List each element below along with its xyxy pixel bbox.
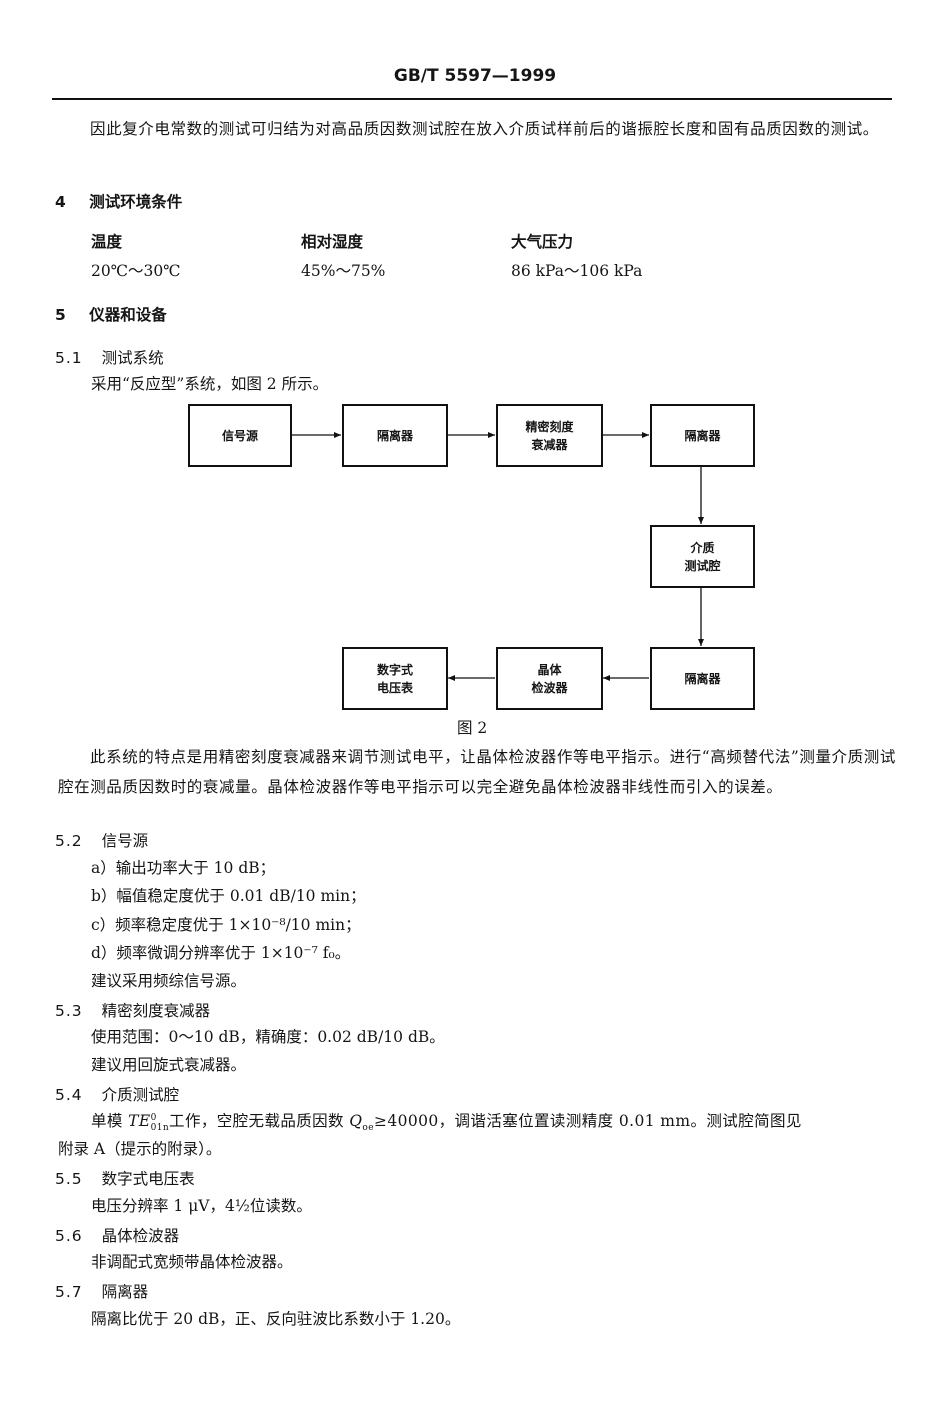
subsection-5-3-number: 5.3 (55, 1002, 83, 1020)
env-value-pressure: 86 kPa～106 kPa (511, 262, 643, 280)
subsection-5-7-title: 隔离器 (101, 1283, 149, 1301)
subsection-5-1-text: 采用“反应型”系统，如图 2 所示。 (91, 375, 329, 393)
header-rule (52, 98, 892, 100)
subsection-5-7-heading: 5.7 隔离器 (55, 1280, 148, 1302)
box-isolator-2: 隔离器 (650, 404, 755, 467)
box-detector-label-line2: 检波器 (531, 680, 568, 695)
env-value-humidity: 45%～75% (301, 262, 386, 280)
section-4-title: 测试环境条件 (89, 193, 183, 211)
isolator-spec: 隔离比优于 20 dB，正、反向驻波比系数小于 1.20。 (91, 1310, 461, 1328)
box-crystal-detector: 晶体 检波器 (496, 647, 603, 710)
voltmeter-spec: 电压分辨率 1 μV，4½位读数。 (91, 1197, 312, 1215)
box-detector-label-line1: 晶体 (537, 662, 562, 677)
env-label-temperature: 温度 (91, 233, 123, 251)
detector-spec: 非调配式宽频带晶体检波器。 (91, 1253, 293, 1271)
section-5-number: 5 (55, 306, 66, 324)
subsection-5-2-heading: 5.2 信号源 (55, 829, 148, 851)
q-subscript: oe (362, 1123, 374, 1134)
box-attenuator-label-line2: 衰减器 (531, 437, 568, 452)
section-4-number: 4 (55, 193, 66, 211)
system-description: 此系统的特点是用精密刻度衰减器来调节测试电平，让晶体检波器作等电平指示。进行“高… (58, 748, 896, 796)
subsection-5-3-heading: 5.3 精密刻度衰减器 (55, 999, 210, 1021)
te-mode-sub: 01n (150, 1123, 170, 1133)
subsection-5-7-number: 5.7 (55, 1283, 83, 1301)
figure-2-caption: 图 2 (457, 719, 488, 737)
cavity-spec-text-b: 工作，空腔无载品质因数 (169, 1112, 350, 1130)
subsection-5-4-heading: 5.4 介质测试腔 (55, 1083, 179, 1105)
subsection-5-1-number: 5.1 (55, 349, 83, 367)
box-precision-attenuator: 精密刻度 衰减器 (496, 404, 603, 467)
box-signal-source-label: 信号源 (221, 428, 258, 443)
subsection-5-4-number: 5.4 (55, 1086, 83, 1104)
box-signal-source: 信号源 (188, 404, 292, 467)
subsection-5-5-number: 5.5 (55, 1170, 83, 1188)
intro-paragraph: 因此复介电常数的测试可归结为对高品质因数测试腔在放入介质试样前后的谐振腔长度和固… (90, 120, 879, 138)
subsection-5-2-title: 信号源 (101, 832, 149, 850)
box-dielectric-cavity: 介质 测试腔 (650, 525, 755, 588)
box-voltmeter-label-line2: 电压表 (376, 680, 413, 695)
env-label-pressure: 大气压力 (511, 233, 574, 251)
section-5-title: 仪器和设备 (89, 306, 167, 324)
attenuator-recommendation: 建议用回旋式衰减器。 (91, 1056, 247, 1074)
subsection-5-1-title: 测试系统 (101, 349, 164, 367)
signal-spec-d: d）频率微调分辨率优于 1×10⁻⁷ f₀。 (91, 944, 351, 962)
signal-spec-b: b）幅值稳定度优于 0.01 dB/10 min； (91, 887, 366, 905)
cavity-spec-text-c: ≥40000，调谐活塞位置读测精度 0.01 mm。测试腔简图见 (373, 1112, 802, 1130)
signal-spec-c: c）频率稳定度优于 1×10⁻⁸/10 min； (91, 916, 361, 934)
attenuator-spec: 使用范围：0～10 dB，精确度：0.02 dB/10 dB。 (91, 1028, 445, 1046)
box-digital-voltmeter: 数字式 电压表 (342, 647, 448, 710)
subsection-5-5-title: 数字式电压表 (101, 1170, 195, 1188)
subsection-5-1-heading: 5.1 测试系统 (55, 346, 164, 368)
cavity-spec-text-a: 单模 (91, 1112, 129, 1130)
subsection-5-2-number: 5.2 (55, 832, 83, 850)
box-isolator-1-label: 隔离器 (376, 428, 413, 443)
figure-2-connectors (290, 432, 704, 681)
box-isolator-3: 隔离器 (650, 647, 755, 710)
te-mode-sup: 0 (150, 1113, 157, 1123)
subsection-5-6-title: 晶体检波器 (101, 1227, 180, 1245)
subsection-5-6-heading: 5.6 晶体检波器 (55, 1224, 179, 1246)
env-label-humidity: 相对湿度 (301, 233, 364, 251)
box-attenuator-label-line1: 精密刻度 (525, 419, 574, 434)
section-5-heading: 5 仪器和设备 (55, 303, 167, 325)
signal-spec-a: a）输出功率大于 10 dB； (91, 859, 276, 877)
box-isolator-1: 隔离器 (342, 404, 448, 467)
box-cavity-label-line1: 介质 (690, 540, 715, 555)
subsection-5-4-title: 介质测试腔 (101, 1086, 180, 1104)
q-symbol: Q (349, 1112, 363, 1130)
document-header: GB/T 5597—1999 (393, 66, 557, 86)
box-isolator-3-label: 隔离器 (684, 671, 721, 686)
subsection-5-5-heading: 5.5 数字式电压表 (55, 1167, 195, 1189)
cavity-spec-line2: 附录 A（提示的附录）。 (58, 1140, 222, 1158)
te-mode-symbol: TE (128, 1112, 151, 1130)
box-cavity-label-line2: 测试腔 (684, 558, 721, 573)
section-4-heading: 4 测试环境条件 (55, 190, 182, 212)
env-value-temperature: 20℃～30℃ (91, 262, 181, 280)
subsection-5-3-title: 精密刻度衰减器 (101, 1002, 211, 1020)
subsection-5-6-number: 5.6 (55, 1227, 83, 1245)
box-isolator-2-label: 隔离器 (684, 428, 721, 443)
signal-recommendation: 建议采用频综信号源。 (91, 972, 247, 990)
box-voltmeter-label-line1: 数字式 (376, 662, 413, 677)
